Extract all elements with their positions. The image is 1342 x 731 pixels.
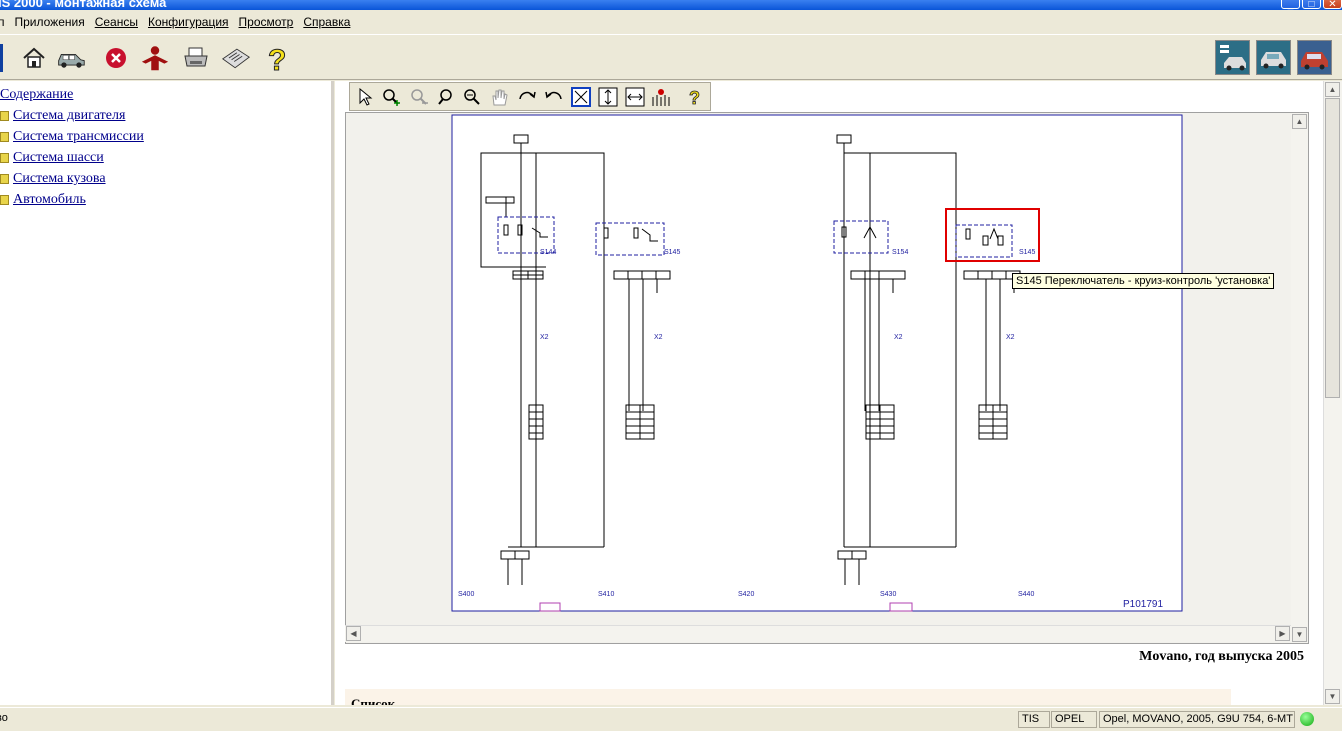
connector-label-1: X2 <box>540 334 549 341</box>
folder-icon <box>0 111 9 121</box>
status-text: во <box>0 712 8 724</box>
rotate-left-icon[interactable] <box>543 86 565 108</box>
menu-applications[interactable]: Приложения <box>14 15 85 29</box>
rotate-right-icon[interactable] <box>516 86 538 108</box>
connector-label-4: X2 <box>1006 334 1015 341</box>
page-scroll-down-button[interactable]: ▼ <box>1325 689 1340 704</box>
calculator-icon[interactable] <box>221 43 251 73</box>
connection-status-icon <box>1300 712 1314 726</box>
grid-label-s430: S430 <box>880 591 896 598</box>
svg-text:?: ? <box>689 88 700 107</box>
select-pointer-icon[interactable] <box>354 86 376 108</box>
connector-label-3: X2 <box>894 334 903 341</box>
tree-item-engine[interactable]: Система двигателя <box>0 108 125 124</box>
zoom-icon[interactable] <box>436 86 458 108</box>
section-header: Список <box>345 689 1231 705</box>
diagram-id: P101791 <box>1123 599 1163 610</box>
grid-label-s400: S400 <box>458 591 474 598</box>
diagram-frame: S144 S145 S154 S145 X2 X2 X2 X2 S400 S41… <box>345 112 1309 644</box>
status-bar: во TIS OPEL Opel, MOVANO, 2005, G9U 754,… <box>0 707 1342 731</box>
vehicle-select-icon[interactable] <box>56 43 86 73</box>
page-vertical-scrollbar[interactable]: ▲ ▼ <box>1323 81 1342 705</box>
navigation-pane: Содержание Система двигателя Система тра… <box>0 81 334 705</box>
main-toolbar: ? <box>0 34 1342 80</box>
tree-item-transmission[interactable]: Система трансмиссии <box>0 129 144 145</box>
tree-item-vehicle[interactable]: Автомобиль <box>0 192 86 208</box>
scroll-right-button[interactable]: ▶ <box>1275 626 1290 641</box>
folder-icon <box>0 153 9 163</box>
scroll-down-button[interactable]: ▼ <box>1292 627 1307 642</box>
help-icon[interactable]: ? <box>263 43 293 74</box>
page-scroll-thumb[interactable] <box>1325 98 1340 398</box>
title-bar: IS 2000 - монтажная схема _ □ ✕ <box>0 0 1342 10</box>
fit-page-icon[interactable] <box>570 86 592 108</box>
scroll-left-button[interactable]: ◀ <box>346 626 361 641</box>
folder-icon <box>0 132 9 142</box>
zoom-out-icon[interactable] <box>408 86 430 108</box>
tree-item-chassis[interactable]: Система шасси <box>0 150 104 166</box>
wiring-diagram[interactable]: S144 S145 S154 S145 X2 X2 X2 X2 S400 S41… <box>346 113 1308 643</box>
book-icon[interactable] <box>0 43 20 73</box>
stop-icon[interactable] <box>101 43 131 73</box>
vehicle-list-icon[interactable] <box>1215 40 1250 75</box>
status-app: TIS <box>1018 711 1050 728</box>
fit-width-icon[interactable] <box>624 86 646 108</box>
menu-view[interactable]: Просмотр <box>238 15 294 29</box>
folder-icon <box>0 195 9 205</box>
tree-item-body[interactable]: Система кузова <box>0 171 106 187</box>
diagram-horizontal-scrollbar[interactable]: ◀ ▶ <box>345 625 1291 642</box>
page-scroll-up-button[interactable]: ▲ <box>1325 82 1340 97</box>
print-icon[interactable] <box>181 43 211 73</box>
section-title: Список <box>351 696 396 705</box>
vehicle-red-icon[interactable] <box>1297 40 1332 75</box>
tree-root-contents[interactable]: Содержание <box>0 87 74 102</box>
content-pane: ? <box>335 81 1342 705</box>
fit-height-icon[interactable] <box>597 86 619 108</box>
menu-configuration[interactable]: Конфигурация <box>147 15 229 29</box>
status-vehicle: Opel, MOVANO, 2005, G9U 754, 6-MT <box>1099 711 1295 728</box>
home-icon[interactable] <box>19 43 49 73</box>
menu-file[interactable]: п <box>0 15 5 29</box>
grid-label-s440: S440 <box>1018 591 1034 598</box>
zoom-area-icon[interactable] <box>461 86 483 108</box>
grid-label-s410: S410 <box>598 591 614 598</box>
status-make: OPEL <box>1051 711 1097 728</box>
highlight-box <box>945 208 1040 262</box>
diagram-caption: Movano, год выпуска 2005 <box>1139 649 1304 664</box>
diagram-vertical-scrollbar[interactable]: ▲ ▼ <box>1291 113 1308 643</box>
diagram-help-icon[interactable]: ? <box>684 86 706 108</box>
component-label-s144: S144 <box>540 249 556 256</box>
connector-label-2: X2 <box>654 334 663 341</box>
close-button[interactable]: ✕ <box>1323 0 1342 10</box>
component-tooltip: S145 Переключатель - круиз-контроль 'уст… <box>1012 273 1275 289</box>
minimize-button[interactable]: _ <box>1281 0 1300 10</box>
vehicle-diagnostic-icon[interactable] <box>1256 40 1291 75</box>
component-locator-icon[interactable] <box>651 86 673 108</box>
folder-icon <box>0 174 9 184</box>
menu-sessions[interactable]: Сеансы <box>94 15 138 29</box>
window-title: IS 2000 - монтажная схема <box>0 0 167 10</box>
component-label-s154: S154 <box>892 249 908 256</box>
component-label-s145-left: S145 <box>664 249 680 256</box>
diagram-toolbar: ? <box>349 82 711 111</box>
svg-text:?: ? <box>268 44 286 73</box>
component-label-s145-right: S145 <box>1019 249 1035 256</box>
maximize-button[interactable]: □ <box>1302 0 1321 10</box>
grid-label-s420: S420 <box>738 591 754 598</box>
person-icon[interactable] <box>140 43 170 73</box>
pan-hand-icon[interactable] <box>488 86 510 108</box>
scroll-up-button[interactable]: ▲ <box>1292 114 1307 129</box>
menu-bar: п Приложения Сеансы Конфигурация Просмот… <box>0 10 1342 34</box>
zoom-in-icon[interactable] <box>380 86 402 108</box>
menu-help[interactable]: Справка <box>303 15 351 29</box>
